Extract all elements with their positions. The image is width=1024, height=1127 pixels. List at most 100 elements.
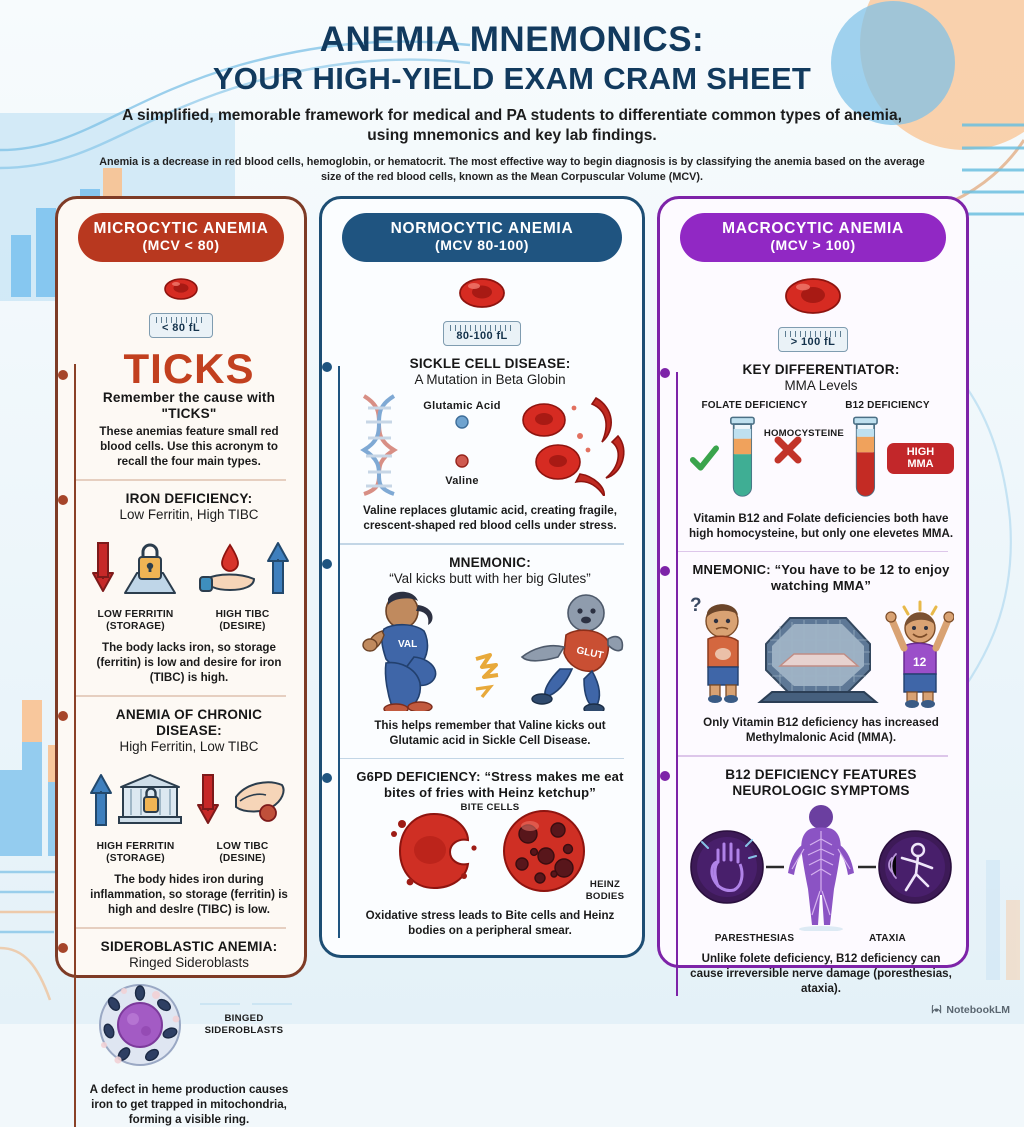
b12-test-tube-icon <box>853 416 878 497</box>
notebooklm-watermark: NotebookLM <box>931 1004 1010 1016</box>
timeline-rail-micro <box>74 364 76 1127</box>
nervous-system-body-icon <box>788 804 854 931</box>
lock-safe-icon <box>123 543 176 594</box>
mcv-badge-value: > 100 fL <box>790 336 836 349</box>
bite-cells-label: BITE CELLS <box>460 802 520 814</box>
bank-vault-icon <box>117 773 182 824</box>
glut-opponent-icon: GLUT <box>520 594 624 711</box>
chronic-disease-body: The body hides iron during inflammation,… <box>90 872 288 916</box>
mnemonic-heading: MNEMONIC: <box>449 554 531 570</box>
happy-kid-12-icon: 12 <box>885 600 954 708</box>
section-iron-deficiency: IRON DEFICIENCY: Low Ferritin, High TIBC <box>58 491 292 685</box>
up-arrow-blue-icon <box>89 773 112 826</box>
page-title-line1: ANEMIA MNEMONICS: <box>319 20 705 59</box>
ruler-ticks-icon <box>784 331 842 338</box>
section-sickle-cell-disease: SICKLE CELL DISEASE: A Mutation in Beta … <box>322 356 630 533</box>
timeline-dot <box>58 494 68 505</box>
chip-subtitle: (MCV 80-100) <box>435 237 529 254</box>
ruler-ticks-icon <box>450 325 514 332</box>
g6pd-heading: G6PD DEFICIENCY: “Stress makes me eat bi… <box>356 769 624 800</box>
valine-label: Valine <box>445 475 479 488</box>
red-blood-cell-icon <box>459 278 505 308</box>
iron-deficiency-icons: LOW FERRITIN (STORAGE) <box>86 531 292 633</box>
iron-deficiency-body: The body lacks iron, so storage (ferriti… <box>96 640 282 685</box>
page-header: ANEMIA MNEMONICS: YOUR HIGH-YIELD EXAM C… <box>0 0 1024 184</box>
ruler-ticks-icon <box>156 317 206 324</box>
timeline-dot <box>322 362 332 373</box>
high-ferritin-label-2: (STORAGE) <box>106 852 165 864</box>
key-differentiator-body: Vitamin B12 and Folate deficiencies both… <box>688 511 954 540</box>
heinz-bodies-label: HEINZ BODIES <box>585 879 625 902</box>
mnemonic-body: This helps remember that Valine kicks ou… <box>374 718 606 747</box>
glutamic-acid-label: Glutamic Acid <box>423 399 501 412</box>
ataxia-label: ATAXIA <box>869 932 906 944</box>
divider <box>76 927 286 929</box>
low-ferritin-cell: LOW FERRITIN (STORAGE) <box>86 531 185 633</box>
valine-dot-icon <box>455 454 469 468</box>
chronic-disease-subheading: High Ferritin, Low TIBC <box>119 738 259 754</box>
high-tibc-label-1: HIGH TIBC <box>215 608 270 620</box>
sickle-cells-icon <box>522 397 625 497</box>
section-key-differentiator: KEY DIFFERENTIATOR: MMA Levels FOLATE DE… <box>660 362 954 541</box>
section-g6pd-deficiency: G6PD DEFICIENCY: “Stress makes me eat bi… <box>322 769 630 938</box>
connector-line-right <box>858 865 876 868</box>
low-tibc-label-2: (DESINE) <box>219 852 266 864</box>
heinz-bodies-cell-icon <box>503 810 585 893</box>
timeline-dot <box>322 558 332 569</box>
impact-burst-icon <box>475 652 499 698</box>
neurologic-body: Unlike folete deficiency, B12 deficiency… <box>690 952 952 996</box>
sad-kid-icon <box>705 604 739 703</box>
val-jersey-label: VAL <box>398 639 417 650</box>
timeline-dot <box>58 370 68 381</box>
bite-cell-icon <box>391 813 477 890</box>
glutamic-acid-dot-icon <box>455 415 469 429</box>
jersey-number-label: 12 <box>913 655 927 669</box>
check-mark-icon <box>689 445 719 471</box>
sideroblastic-subheading: Ringed Sideroblasts <box>129 954 249 970</box>
section-neurologic-symptoms: B12 DEFICIENCY FEATURES NEUROLOGIC SYMPT… <box>660 767 954 997</box>
high-mma-flag: HIGH MMA <box>886 443 954 475</box>
page-subtitle: A simplified, memorable framework for me… <box>122 107 902 145</box>
mnemonic-subheading: “Val kicks butt with her big Glutes” <box>389 570 591 586</box>
dna-helix-icon <box>360 394 398 497</box>
chip-microcytic: MICROCYTIC ANEMIA (MCV < 80) <box>78 213 284 263</box>
sideroblast-art-label: BINGED SIDEROBLASTS <box>204 1013 284 1036</box>
section-sideroblastic-anemia: SIDEROBLASTIC ANEMIA: Ringed Sideroblast… <box>58 938 292 1127</box>
chip-title: MACROCYTIC ANEMIA <box>722 220 904 238</box>
up-arrow-blue-icon <box>266 541 289 594</box>
red-blood-cell-icon <box>164 278 198 300</box>
low-ferritin-label-1: LOW FERRITIN <box>97 608 174 620</box>
chip-title: NORMOCYTIC ANEMIA <box>390 220 574 238</box>
divider <box>678 755 948 757</box>
chronic-disease-icons: HIGH FERRITIN (STORAGE) <box>86 763 292 865</box>
chip-subtitle: (MCV > 100) <box>770 237 856 254</box>
timeline-rail-macro <box>676 372 678 997</box>
ticks-intro-bold: Remember the cause with "TICKS" <box>102 390 276 422</box>
hand-with-blood-drop-icon <box>198 543 255 592</box>
cross-mark-icon <box>774 436 802 464</box>
timeline-dot <box>660 566 670 577</box>
timeline-dot <box>660 770 670 781</box>
g6pd-body: Oxidative stress leads to Bite cells and… <box>365 909 615 938</box>
mcv-badge-macro: > 100 fL <box>777 327 849 353</box>
sickle-cell-subheading: A Mutation in Beta Globin <box>414 372 566 388</box>
red-blood-cell-icon <box>785 278 841 314</box>
sickle-cell-body: Valine replaces glutamic acid, creating … <box>363 504 617 533</box>
sideroblastic-heading: SIDEROBLASTIC ANEMIA: <box>100 938 278 954</box>
key-differentiator-subheading: MMA Levels <box>784 378 858 394</box>
ticks-intro-text: These anemias feature small red blood ce… <box>99 425 279 469</box>
watermark-label: NotebookLM <box>946 1004 1010 1016</box>
val-fighter-icon: VAL <box>362 591 437 711</box>
down-arrow-red-icon <box>196 773 219 824</box>
divider <box>340 757 624 760</box>
paresthesias-label: PARESTHESIAS <box>714 932 795 944</box>
high-tibc-cell: HIGH TIBC (DESIRE) <box>193 531 292 633</box>
anemia-columns: MICROCYTIC ANEMIA (MCV < 80) < 80 fL TI <box>0 184 1024 1127</box>
sickle-cell-heading: SICKLE CELL DISEASE: <box>409 356 571 372</box>
mma-mnemonic-body: Only Vitamin B12 deficiency has increase… <box>703 715 939 744</box>
mcv-badge-value: 80-100 fL <box>456 330 508 343</box>
timeline-dot <box>58 942 68 953</box>
mcv-badge-value: < 80 fL <box>162 322 200 335</box>
sideroblastic-body: A defect in heme production causes iron … <box>89 1082 289 1126</box>
high-ferritin-cell: HIGH FERRITIN (STORAGE) <box>86 763 185 865</box>
